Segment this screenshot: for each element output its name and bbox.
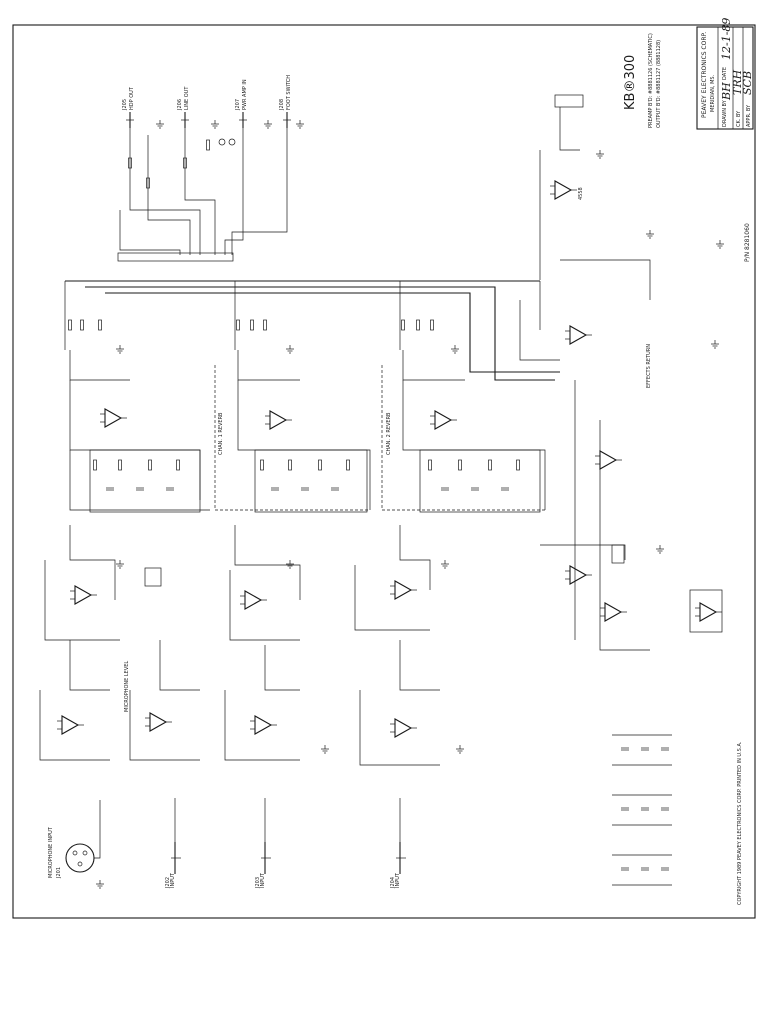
sheet-border: [12, 24, 756, 919]
checked-by-value: TRH: [731, 69, 744, 95]
channel-1-section: [68, 319, 210, 513]
jack-j207-id: J207: [235, 99, 241, 111]
jack-j208-id: J208: [279, 99, 285, 111]
board-ref-1: PREAMP B'D: #8881126 (SCHEMATIC): [648, 33, 654, 128]
channel-2-section: CHAN. 1 REVERB: [214, 319, 371, 513]
jack-j206-id: J206: [177, 99, 183, 111]
part-number: P/N 8281060: [744, 223, 751, 262]
company-city: MERIDIAN, MS.: [710, 74, 716, 112]
approved-by-value: SCB: [741, 71, 754, 95]
jack-j203-name: INPUT: [260, 872, 266, 888]
jack-j202-name: INPUT: [170, 872, 176, 888]
jack-j206-name: LINE OUT: [184, 86, 190, 110]
effects-section: EFFECTS RETURN 4558: [519, 94, 725, 651]
mic-input-xlr: MICROPHONE INPUT J201: [48, 800, 105, 889]
model-number: KB®300: [623, 55, 638, 110]
drawn-by-label: DRAWN BY: [722, 99, 728, 127]
jack-j207-name: PWR AMP IN: [242, 79, 248, 110]
board-ref-2: OUTPUT B'D: #8881127 (8881128): [656, 40, 662, 128]
title-block: PEAVEY ELECTRONICS CORP. MERIDIAN, MS. D…: [696, 18, 754, 130]
jack-j204-id: J204: [390, 877, 396, 889]
copyright: COPYRIGHT 1989 PEAVEY ELECTRONICS CORP. …: [737, 741, 743, 905]
checked-label: CK. BY: [736, 110, 742, 127]
bus-lines: [64, 280, 560, 381]
mid-opamp-row: [44, 525, 450, 641]
date-label: DATE: [722, 67, 728, 80]
jack-j201-name: MICROPHONE INPUT: [48, 826, 54, 878]
jack-j203-id: J203: [255, 877, 261, 889]
output-jack-section: J205 HDP OUT J206 LINE OUT J207 PWR AMP …: [117, 75, 305, 262]
jack-j201-id: J201: [56, 867, 62, 879]
chan1-reverb-label: CHAN. 1 REVERB: [218, 412, 224, 455]
input-jacks: MICROPHONE INPUT J201 J202 INPUT J203 IN…: [48, 798, 406, 889]
effects-return-label: EFFECTS RETURN: [646, 344, 652, 388]
opamp-type-label: 4558: [578, 187, 584, 200]
bypass-capacitor-grid: [612, 734, 672, 886]
jack-j202-id: J202: [165, 877, 171, 889]
date-value: 12-1-89: [720, 18, 733, 60]
jack-j205-name: HDP OUT: [129, 86, 135, 110]
chan2-reverb-label: CHAN. 2 REVERB: [386, 412, 392, 455]
jack-j204-name: INPUT: [395, 872, 401, 888]
channel-3-section: CHAN. 2 REVERB: [381, 319, 546, 513]
approved-label: APPR. BY: [746, 104, 752, 127]
company-name: PEAVEY ELECTRONICS CORP.: [701, 32, 708, 118]
connector-strip: [117, 252, 234, 262]
mic-level-label: MICROPHONE LEVEL: [124, 661, 130, 712]
drawn-by-value: BH: [720, 82, 733, 101]
jack-j208-name: FOOT SWITCH: [286, 75, 292, 110]
jack-j205-id: J205: [122, 99, 128, 111]
input-stages: MICROPHONE LEVEL: [39, 640, 465, 766]
